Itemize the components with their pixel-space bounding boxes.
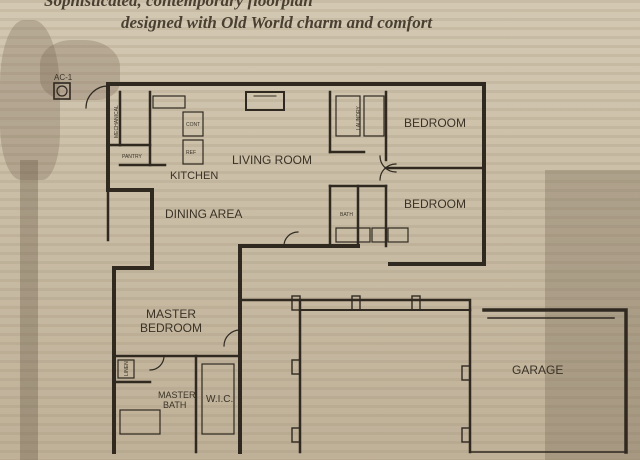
- kitchen-label: KITCHEN: [170, 170, 218, 182]
- master-bedroom-label-line-2: BEDROOM: [140, 321, 202, 335]
- pantry-label: PANTRY: [122, 154, 142, 160]
- wic-label: W.I.C.: [206, 394, 233, 405]
- tree-silhouette-left: [0, 20, 60, 180]
- linen-label: LINEN: [124, 361, 130, 376]
- exterior-walls: [106, 82, 486, 454]
- room-labels: AC-1 BEDROOM BEDROOM LIVING ROOM KITCHEN…: [54, 73, 563, 410]
- garage-outline: [238, 295, 628, 454]
- door-swings: [85, 85, 397, 371]
- headline-line-1: Sophisticated, contemporary floorplan: [44, 0, 313, 10]
- tree-trunk-left: [20, 160, 38, 460]
- laundry-label: LAUNDRY: [356, 106, 362, 130]
- master-bedroom-label-line-1: MASTER: [146, 307, 196, 321]
- bedroom-2-label: BEDROOM: [404, 197, 466, 211]
- bedroom-1-label: BEDROOM: [404, 116, 466, 130]
- garage-label: GARAGE: [512, 363, 563, 377]
- master-bath-label-line-1: MASTER: [158, 390, 196, 400]
- ref-label: REF: [186, 150, 196, 156]
- mechanical-label: MECHANICAL: [114, 105, 120, 138]
- ac-unit-label: AC-1: [54, 73, 73, 82]
- dining-area-label: DINING AREA: [165, 207, 242, 221]
- living-room-label: LIVING ROOM: [232, 153, 312, 167]
- headline-line-2: designed with Old World charm and comfor…: [121, 13, 433, 32]
- cont-label: CONT: [186, 122, 200, 128]
- ac-unit-icon: [53, 82, 71, 100]
- bath-label: BATH: [340, 212, 353, 218]
- master-bath-label-line-2: BATH: [163, 400, 186, 410]
- interior-walls: [106, 90, 486, 454]
- background-garage-shadow: [545, 170, 640, 460]
